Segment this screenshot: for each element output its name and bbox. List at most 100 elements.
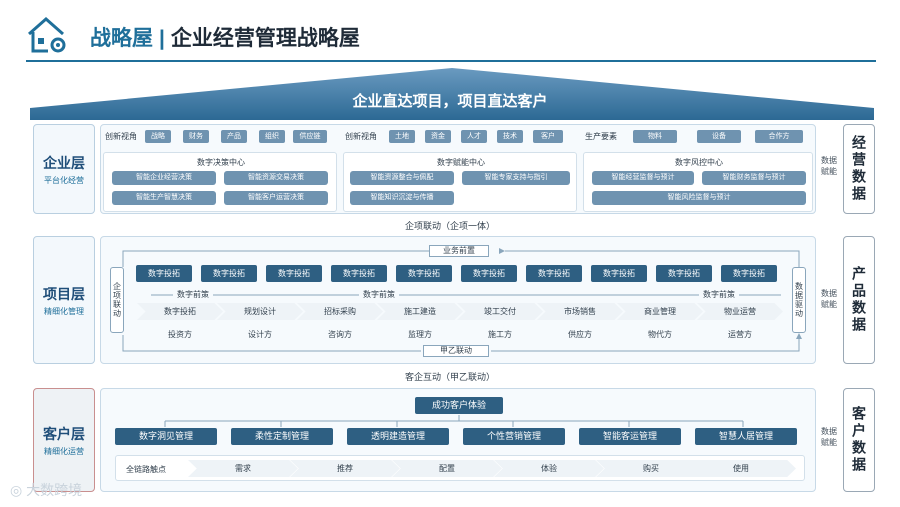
- stage-arrow: 商业管理: [617, 303, 703, 320]
- enterprise-layer-subtitle: 平台化经营: [44, 175, 84, 185]
- mgmt-tag: 智慧人居管理: [695, 428, 797, 445]
- project-panel: 业务前置 企项联动 数据驱动 数字投拓 数字投拓 数字投拓 数字投拓 数字投拓 …: [100, 236, 816, 364]
- operation-data-label: 经营数据: [843, 124, 875, 214]
- page-title-main: 战略屋: [90, 27, 153, 50]
- tag-material: 物料: [633, 130, 677, 143]
- enterprise-project-link: 企项联动（企项一体）: [404, 221, 495, 231]
- stage-arrow: 物业运营: [697, 303, 783, 320]
- empower-label: 数据 赋能: [821, 156, 837, 176]
- tag-customer: 客户: [533, 130, 563, 143]
- tag-technology: 技术: [497, 130, 523, 143]
- risk-pill: 智能经营监督与预计: [592, 171, 694, 185]
- customer-layer-subtitle: 精细化运营: [44, 446, 84, 456]
- data-box: 数字投拓: [721, 265, 777, 282]
- mgmt-tag: 智能客运管理: [579, 428, 681, 445]
- empower-pill: 智能知识沉淀与传播: [350, 191, 454, 205]
- customer-panel: 成功客户体验 数字洞见管理 柔性定制管理 透明建造管理 个性营销管理 智能客运管…: [100, 388, 816, 492]
- center-title: 数字风控中心: [675, 158, 723, 167]
- tag-organization: 组织: [259, 130, 285, 143]
- roof-slogan: 企业直达项目，项目直达客户: [352, 93, 548, 110]
- customer-data-label: 客户数据: [843, 388, 875, 492]
- page-title-sub: 企业经营管理战略屋: [170, 27, 360, 50]
- enterprise-project-link-tag: 企项联动: [110, 267, 124, 333]
- enterprise-layer-name: 企业层: [43, 154, 85, 171]
- view-label: 创新视角: [105, 132, 137, 141]
- journey-step: 体验: [494, 460, 604, 477]
- stage-arrow: 市场销售: [537, 303, 623, 320]
- enterprise-layer-label: 企业层 平台化经营: [33, 124, 95, 214]
- data-box: 数字投拓: [331, 265, 387, 282]
- mgmt-tag: 柔性定制管理: [231, 428, 333, 445]
- data-box: 数字投拓: [591, 265, 647, 282]
- ab-link-tag: 甲乙联动: [423, 345, 489, 357]
- stage-arrow: 施工建造: [377, 303, 463, 320]
- data-box: 数字投拓: [396, 265, 452, 282]
- stage-arrow: 招标采购: [297, 303, 383, 320]
- enterprise-panel: 创新视角 战略 财务 产品 组织 供应链 数字决策中心 智能企业经营决策 智能资…: [100, 124, 816, 214]
- header: 战略屋 |企业经营管理战略屋: [26, 14, 876, 60]
- party-label: 运营方: [728, 330, 752, 339]
- watermark-text: 大数跨境: [26, 482, 83, 498]
- empower-label: 数据 赋能: [821, 289, 837, 309]
- roof-banner: [30, 68, 874, 120]
- project-layer-name: 项目层: [43, 285, 85, 302]
- journey-step: 配置: [392, 460, 502, 477]
- customer-layer-name: 客户层: [43, 425, 85, 442]
- tag-equipment: 设备: [697, 130, 741, 143]
- journey-step: 使用: [686, 460, 796, 477]
- tag-land: 土地: [389, 130, 415, 143]
- empower-center-group: 创新视角 土地 资金 人才 技术 客户 数字赋能中心 智能资源整合与佩配 智能专…: [343, 128, 577, 212]
- data-front-label: 数字前策: [699, 289, 739, 300]
- risk-pill: 智能风险监督与预计: [592, 191, 806, 205]
- journey-step: 需求: [188, 460, 298, 477]
- party-label: 监理方: [408, 330, 432, 339]
- stage-arrow: 规划设计: [217, 303, 303, 320]
- party-label: 物代方: [648, 330, 672, 339]
- customer-tree-lines: [164, 415, 744, 427]
- center-title: 数字决策中心: [197, 158, 245, 167]
- decision-pill: 智能客户运营决策: [224, 191, 328, 205]
- decision-center-group: 创新视角 战略 财务 产品 组织 供应链 数字决策中心 智能企业经营决策 智能资…: [103, 128, 337, 212]
- stage-arrow: 数字投拓: [137, 303, 223, 320]
- title-divider: [26, 60, 876, 62]
- empower-pill: 智能资源整合与佩配: [350, 171, 454, 185]
- tag-finance: 财务: [183, 130, 209, 143]
- empower-pill: 智能专家支持与指引: [462, 171, 570, 185]
- data-box: 数字投拓: [136, 265, 192, 282]
- page-title: 战略屋 |企业经营管理战略屋: [90, 22, 360, 52]
- mgmt-tag: 数字洞见管理: [115, 428, 217, 445]
- risk-center-group: 生产要素 物料 设备 合作方 数字风控中心 智能经营监督与预计 智能财务监督与预…: [583, 128, 813, 212]
- title-separator: |: [159, 27, 165, 50]
- risk-pill: 智能财务监督与预计: [702, 171, 806, 185]
- view-label: 创新视角: [345, 132, 377, 141]
- center-title: 数字赋能中心: [437, 158, 485, 167]
- journey-label: 全链路触点: [126, 465, 166, 474]
- product-data-label: 产品数据: [843, 236, 875, 364]
- journey-step: 购买: [596, 460, 706, 477]
- business-front-tag: 业务前置: [429, 245, 489, 257]
- risk-center: 数字风控中心 智能经营监督与预计 智能财务监督与预计 智能风险监督与预计: [583, 152, 813, 212]
- stage-arrow: 竣工交付: [457, 303, 543, 320]
- tag-talent: 人才: [461, 130, 487, 143]
- watermark: ◎ 大数跨境: [10, 480, 82, 500]
- success-experience-tag: 成功客户体验: [415, 397, 503, 414]
- customer-enterprise-link: 客企互动（甲乙联动）: [404, 372, 495, 382]
- mgmt-tag: 个性营销管理: [463, 428, 565, 445]
- tag-product: 产品: [221, 130, 247, 143]
- data-box: 数字投拓: [266, 265, 322, 282]
- journey-step: 推荐: [290, 460, 400, 477]
- party-label: 咨询方: [328, 330, 352, 339]
- party-label: 设计方: [248, 330, 272, 339]
- project-flow-lines: [122, 248, 802, 352]
- data-box: 数字投拓: [526, 265, 582, 282]
- tag-capital: 资金: [425, 130, 451, 143]
- data-front-label: 数字前策: [359, 289, 399, 300]
- tag-strategy: 战略: [145, 130, 171, 143]
- empower-label: 数据 赋能: [821, 427, 837, 447]
- party-label: 供应方: [568, 330, 592, 339]
- decision-center: 数字决策中心 智能企业经营决策 智能资源交易决策 智能生产智慧决策 智能客户运营…: [103, 152, 337, 212]
- mgmt-tag: 透明建造管理: [347, 428, 449, 445]
- customer-layer-label: 客户层 精细化运营: [33, 388, 95, 492]
- house-gear-icon: [28, 16, 66, 53]
- project-layer-subtitle: 精细化管理: [44, 306, 84, 316]
